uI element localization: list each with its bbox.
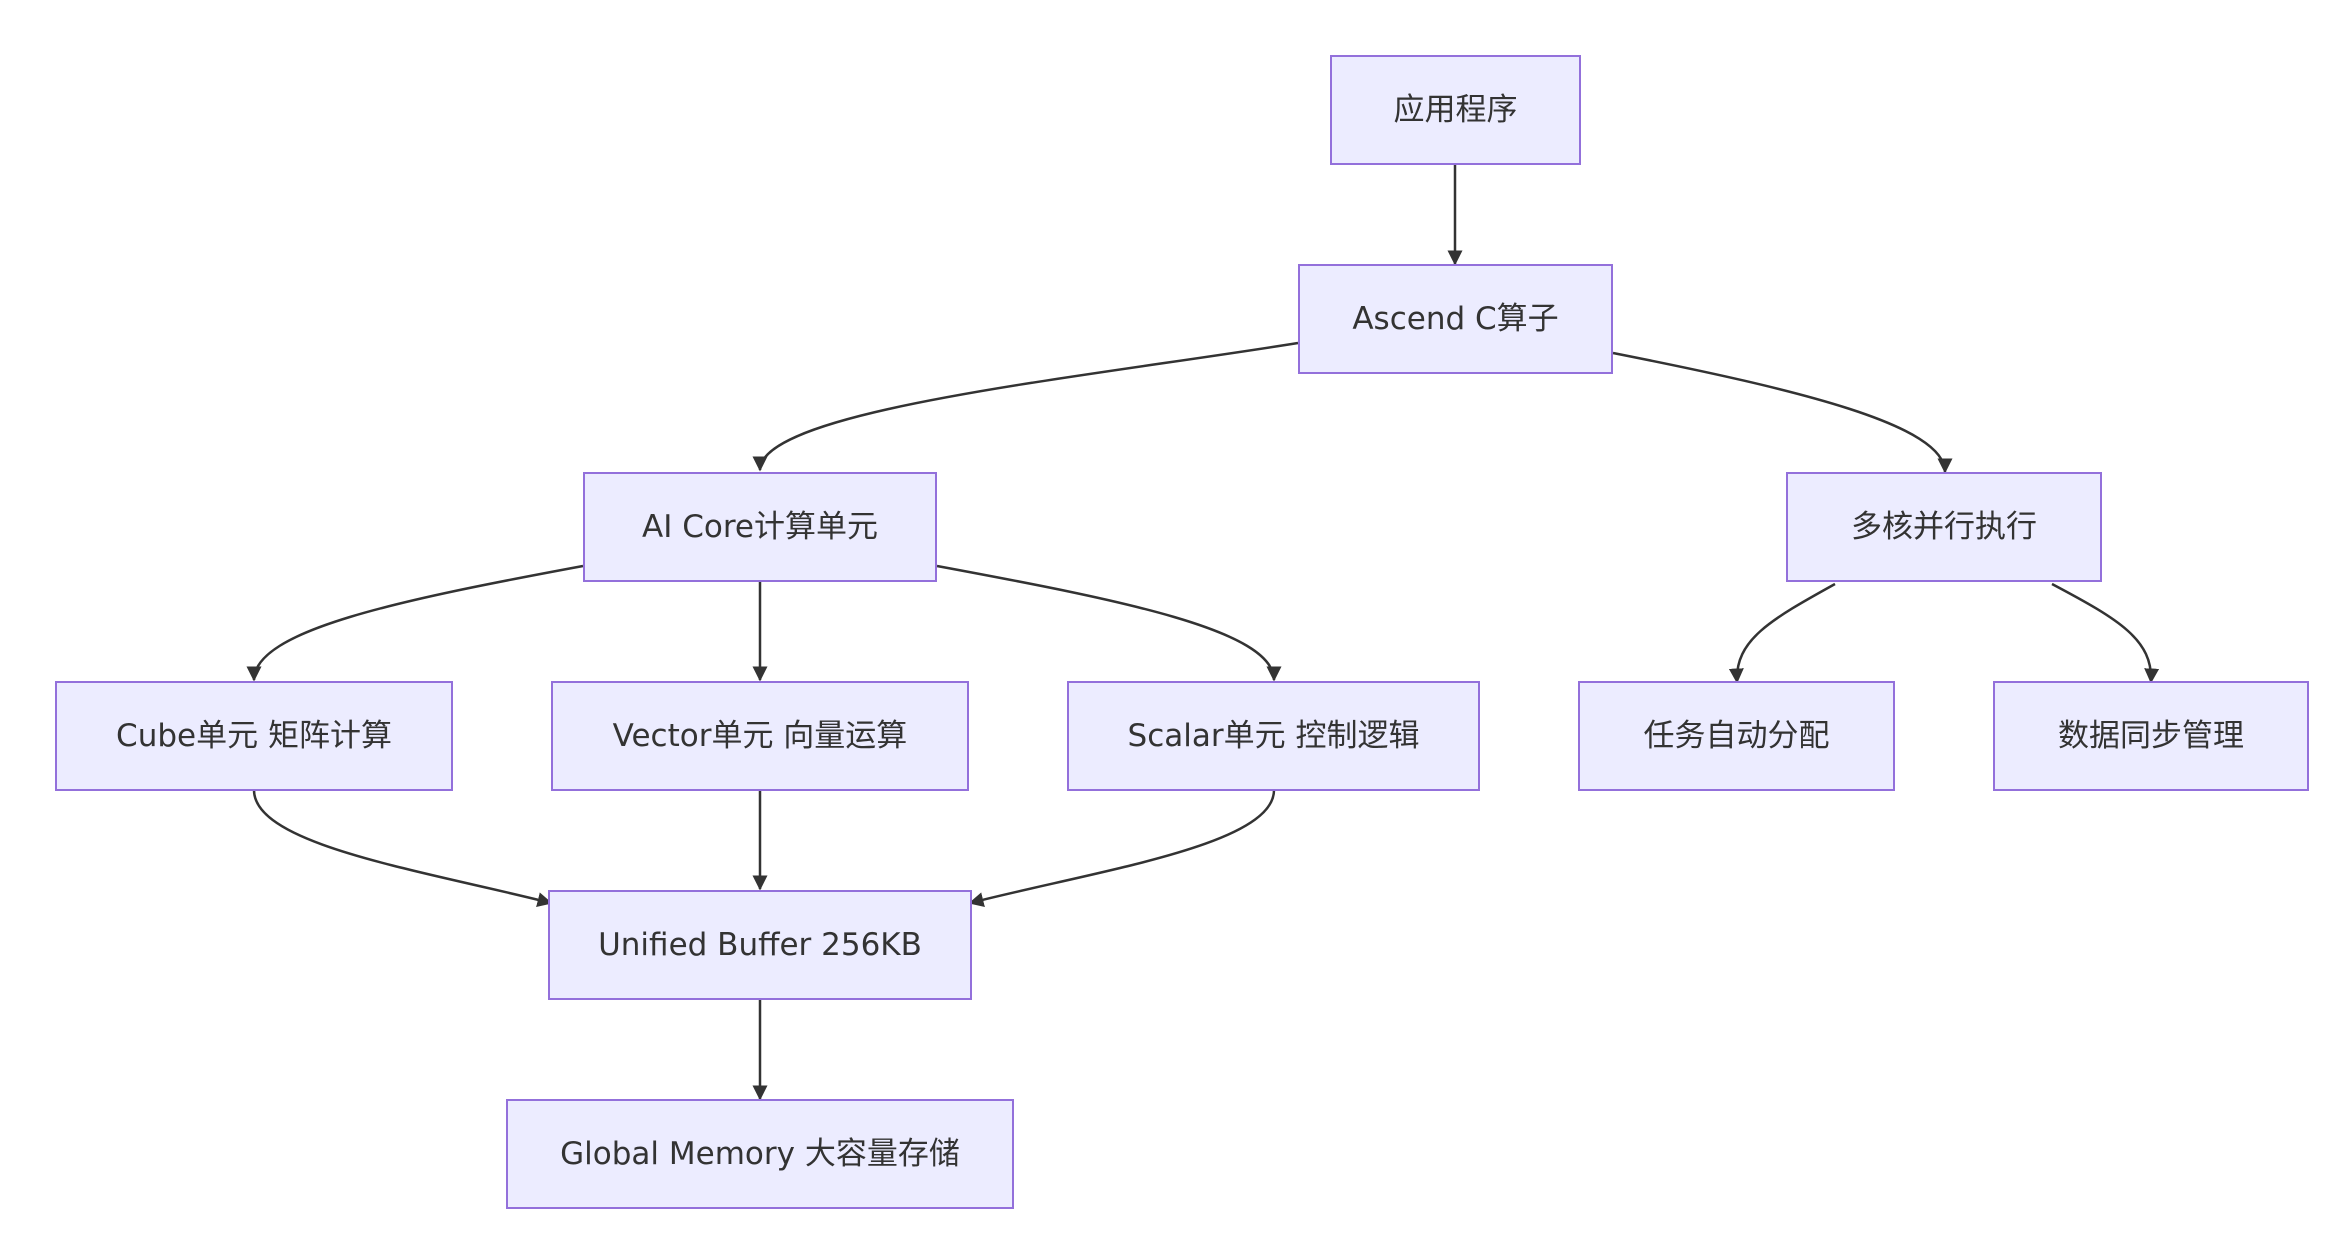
node-data-sync: 数据同步管理 xyxy=(1993,681,2309,791)
node-global-memory: Global Memory 大容量存储 xyxy=(506,1099,1014,1209)
edge-ascend-to-multicore xyxy=(1612,351,1953,474)
edge-ascend-to-aicore xyxy=(752,341,1299,472)
node-cube-unit: Cube单元 矩阵计算 xyxy=(55,681,453,791)
edge-aicore-to-cube xyxy=(246,564,584,682)
node-application: 应用程序 xyxy=(1330,55,1581,165)
edge-cube-to-ub xyxy=(252,789,553,907)
node-task-allocation: 任务自动分配 xyxy=(1578,681,1895,791)
node-unified-buffer: Unified Buffer 256KB xyxy=(548,890,972,1000)
node-ai-core: AI Core计算单元 xyxy=(583,472,937,582)
node-vector-unit: Vector单元 向量运算 xyxy=(551,681,969,791)
node-scalar-unit: Scalar单元 控制逻辑 xyxy=(1067,681,1480,791)
node-ascend-c-operator: Ascend C算子 xyxy=(1298,264,1613,374)
edge-multicore-to-sync xyxy=(2051,582,2160,684)
edge-scalar-to-ub xyxy=(968,789,1276,907)
edge-multicore-to-task xyxy=(1728,582,1836,684)
edge-aicore-to-scalar xyxy=(936,564,1282,682)
node-multicore-parallel: 多核并行执行 xyxy=(1786,472,2102,582)
